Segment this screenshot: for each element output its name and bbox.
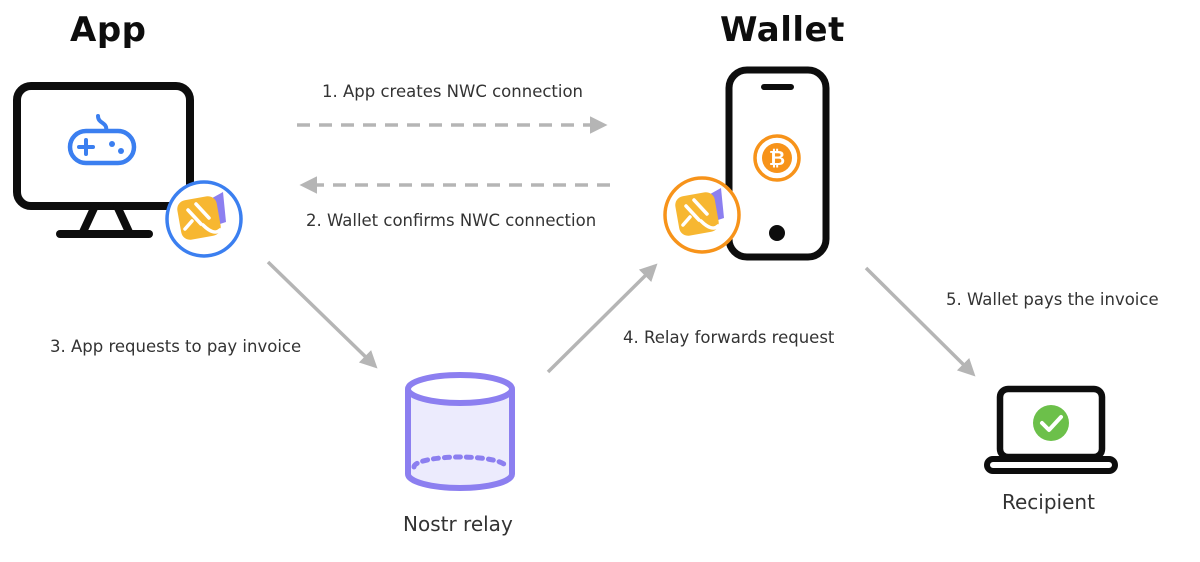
monitor-icon: [13, 82, 194, 238]
step-3-label: 3. App requests to pay invoice: [50, 337, 302, 356]
arrow-step-3: [266, 260, 378, 369]
nwc-plug-icon: [165, 180, 243, 258]
relay-caption: Nostr relay: [403, 512, 513, 536]
arrow-step-5: [864, 266, 976, 377]
recipient-caption: Recipient: [1002, 490, 1095, 514]
step-2-label: 2. Wallet confirms NWC connection: [306, 211, 597, 230]
database-cylinder-icon: [405, 372, 515, 491]
wallet-title: Wallet: [720, 10, 845, 50]
step-4-label: 4. Relay forwards request: [623, 328, 835, 347]
check-circle-icon: [1033, 405, 1069, 441]
app-title: App: [70, 10, 147, 50]
svg-text:₿: ₿: [769, 146, 785, 170]
step-1-label: 1. App creates NWC connection: [322, 82, 584, 101]
bitcoin-icon: ₿: [753, 134, 801, 182]
arrow-step-4: [546, 263, 658, 374]
nwc-plug-icon: [663, 176, 741, 254]
step-5-label: 5. Wallet pays the invoice: [946, 290, 1159, 309]
gamepad-icon: [67, 114, 137, 166]
